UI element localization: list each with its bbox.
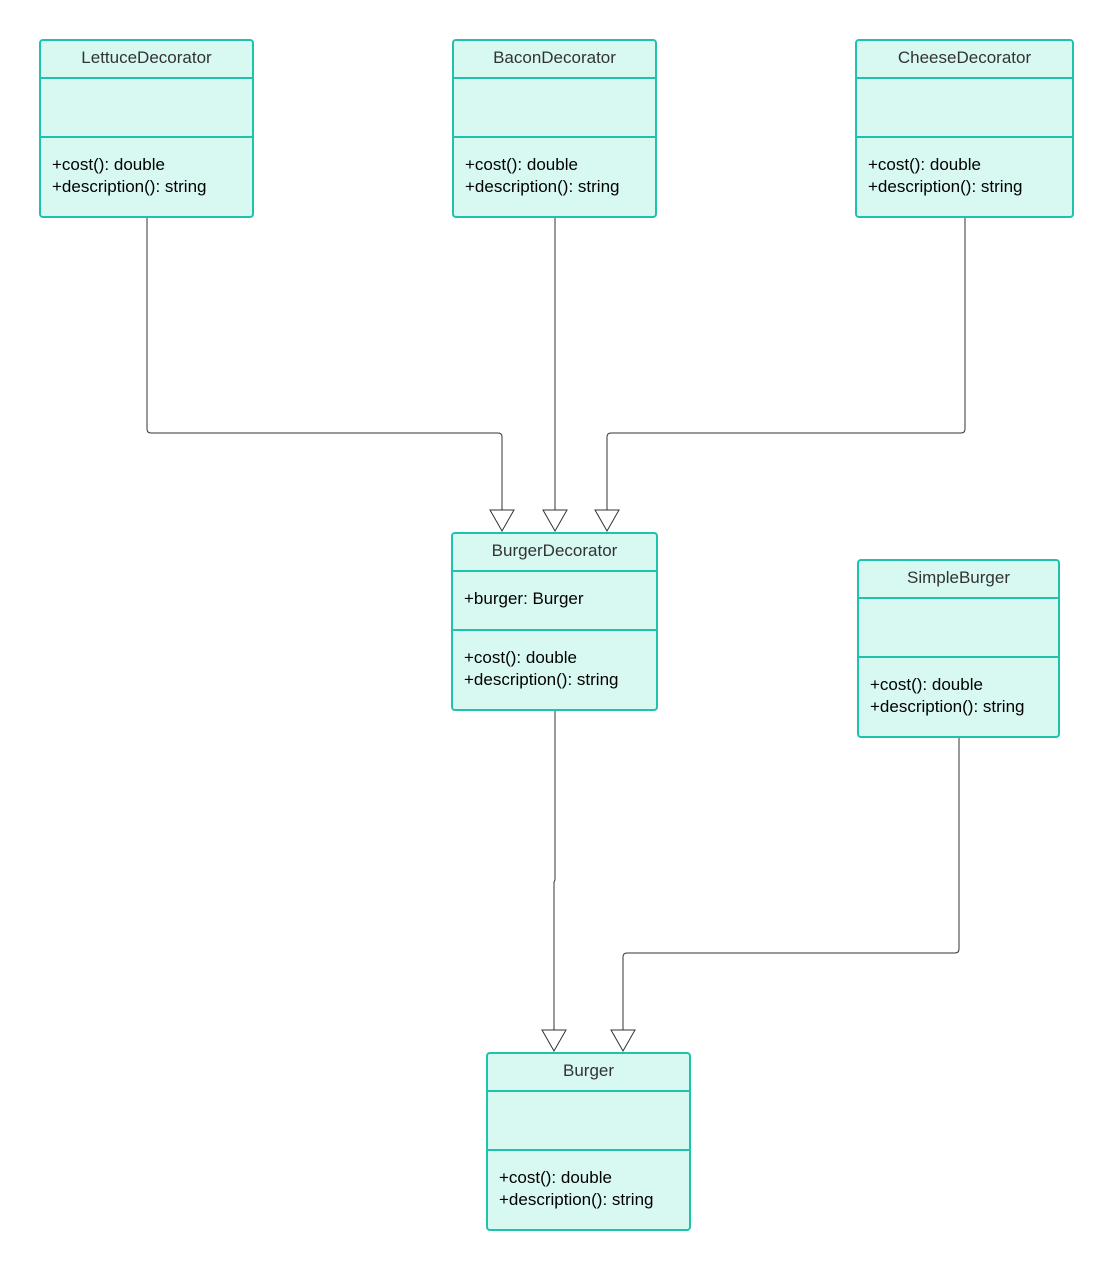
class-name: CheeseDecorator — [857, 41, 1072, 79]
method-description: +description(): string — [870, 697, 1025, 716]
attributes-compartment: +burger: Burger — [453, 572, 656, 631]
edge-cheese-to-burgerdecorator — [606, 218, 966, 510]
method-description: +description(): string — [52, 177, 207, 196]
attribute-burger: +burger: Burger — [464, 589, 584, 608]
class-burger-decorator[interactable]: BurgerDecorator +burger: Burger +cost():… — [451, 532, 658, 711]
class-lettuce-decorator[interactable]: LettuceDecorator +cost(): double +descri… — [39, 39, 254, 218]
edge-burgerdecorator-to-burger — [553, 711, 556, 1030]
method-cost: +cost(): double — [870, 675, 983, 694]
methods-compartment: +cost(): double +description(): string — [859, 658, 1058, 718]
method-description: +description(): string — [465, 177, 620, 196]
method-cost: +cost(): double — [499, 1168, 612, 1187]
attributes-compartment — [859, 599, 1058, 658]
method-cost: +cost(): double — [464, 648, 577, 667]
method-description: +description(): string — [464, 670, 619, 689]
class-simple-burger[interactable]: SimpleBurger +cost(): double +descriptio… — [857, 559, 1060, 738]
method-cost: +cost(): double — [52, 155, 165, 174]
attributes-compartment — [454, 79, 655, 138]
methods-compartment: +cost(): double +description(): string — [454, 138, 655, 198]
class-name: Burger — [488, 1054, 689, 1092]
generalization-arrowhead — [541, 1029, 567, 1053]
attributes-compartment — [41, 79, 252, 138]
class-name: BaconDecorator — [454, 41, 655, 79]
class-cheese-decorator[interactable]: CheeseDecorator +cost(): double +descrip… — [855, 39, 1074, 218]
class-name: BurgerDecorator — [453, 534, 656, 572]
methods-compartment: +cost(): double +description(): string — [857, 138, 1072, 198]
generalization-arrowhead — [594, 509, 620, 533]
generalization-arrowhead — [542, 509, 568, 533]
class-name: LettuceDecorator — [41, 41, 252, 79]
edge-simpleburger-to-burger — [622, 738, 960, 1030]
method-cost: +cost(): double — [868, 155, 981, 174]
method-description: +description(): string — [499, 1190, 654, 1209]
attributes-compartment — [857, 79, 1072, 138]
method-cost: +cost(): double — [465, 155, 578, 174]
method-description: +description(): string — [868, 177, 1023, 196]
class-burger[interactable]: Burger +cost(): double +description(): s… — [486, 1052, 691, 1231]
generalization-arrowhead — [489, 509, 515, 533]
generalization-arrowhead — [610, 1029, 636, 1053]
methods-compartment: +cost(): double +description(): string — [488, 1151, 689, 1211]
class-bacon-decorator[interactable]: BaconDecorator +cost(): double +descript… — [452, 39, 657, 218]
class-name: SimpleBurger — [859, 561, 1058, 599]
methods-compartment: +cost(): double +description(): string — [41, 138, 252, 198]
methods-compartment: +cost(): double +description(): string — [453, 631, 656, 691]
attributes-compartment — [488, 1092, 689, 1151]
edge-lettuce-to-burgerdecorator — [146, 218, 503, 510]
